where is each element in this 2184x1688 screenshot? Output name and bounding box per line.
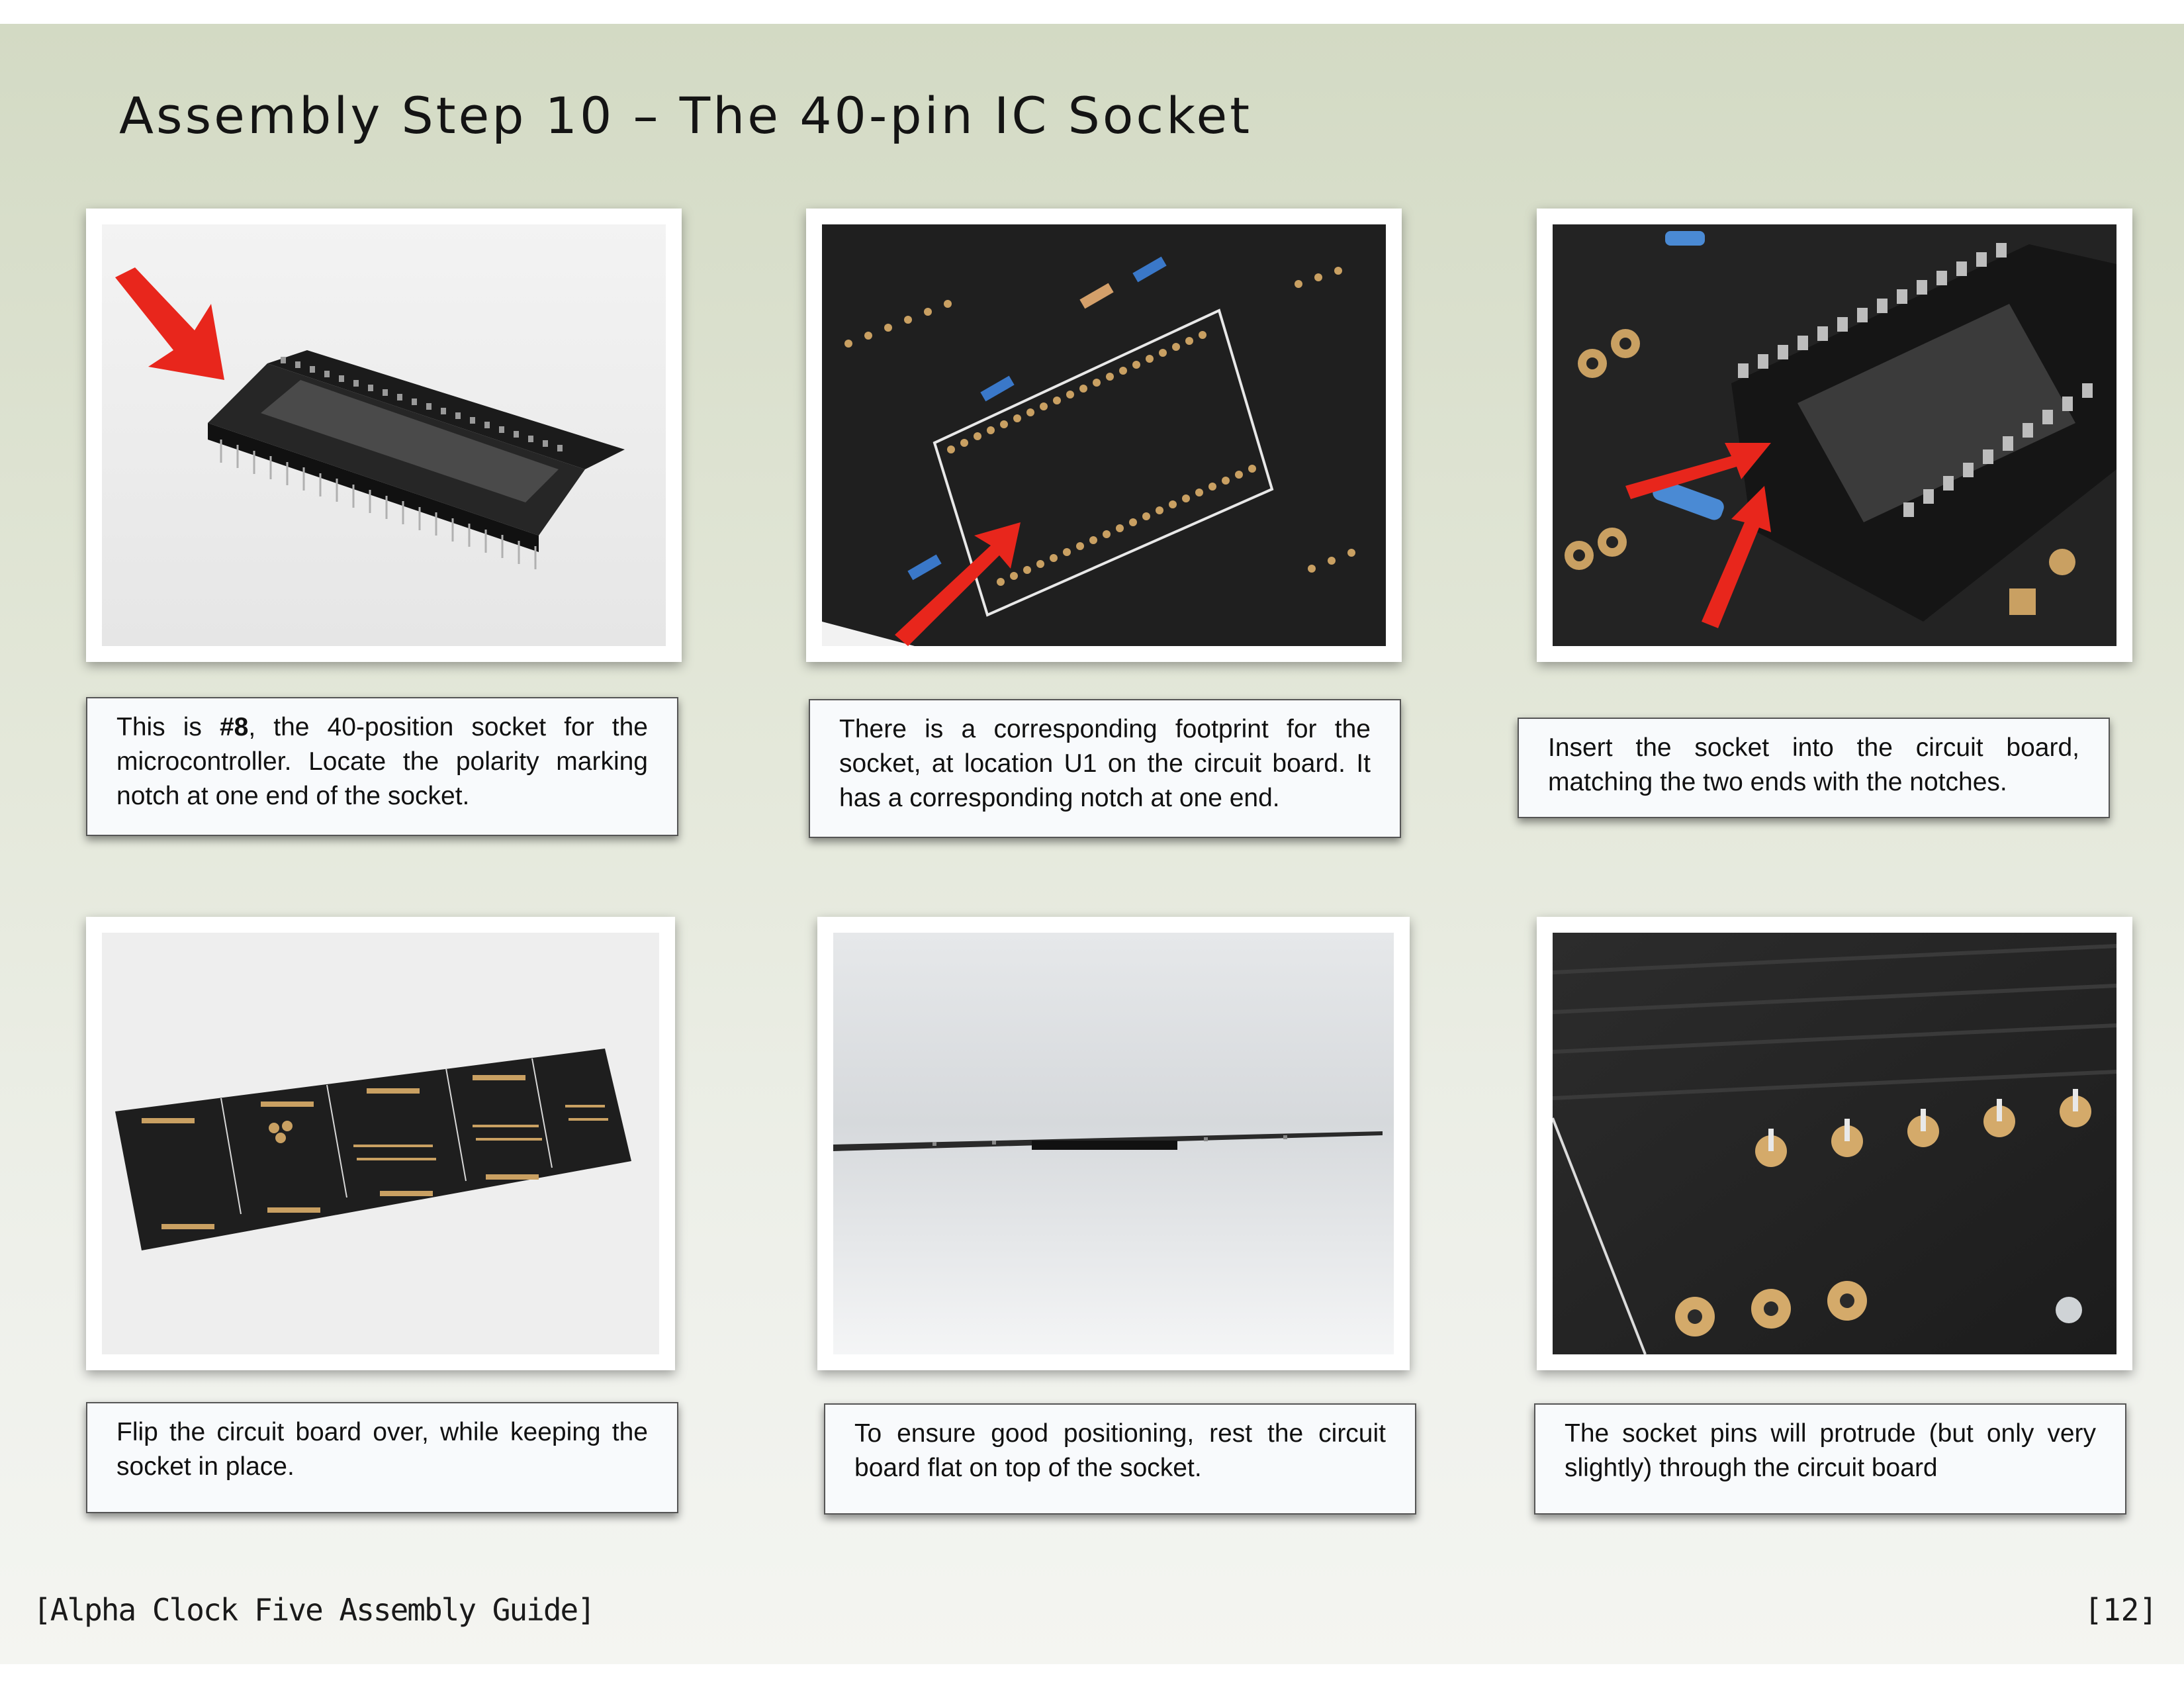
photo-pins-protruding — [1537, 917, 2132, 1370]
footer-page-number: [12] — [2084, 1592, 2158, 1628]
step-caption-2: There is a corresponding footprint for t… — [809, 699, 1401, 838]
step-caption-5: To ensure good positioning, rest the cir… — [824, 1403, 1416, 1515]
photo-ic-socket — [86, 209, 682, 662]
footer-guide-title: [Alpha Clock Five Assembly Guide] — [33, 1592, 596, 1628]
page-title: Assembly Step 10 – The 40-pin IC Socket — [119, 86, 1253, 145]
step-caption-4: Flip the circuit board over, while keepi… — [86, 1402, 678, 1513]
photo-pcb-side-view — [817, 917, 1410, 1370]
step-caption-1: This is #8, the 40-position socket for t… — [86, 697, 678, 836]
step-caption-3: Insert the socket into the circuit board… — [1518, 718, 2110, 818]
photo-socket-inserted — [1537, 209, 2132, 662]
photo-pcb-footprint — [806, 209, 1402, 662]
step-caption-6: The socket pins will protrude (but only … — [1534, 1403, 2126, 1515]
photo-pcb-flipped — [86, 917, 675, 1370]
part-number: #8 — [219, 713, 249, 741]
